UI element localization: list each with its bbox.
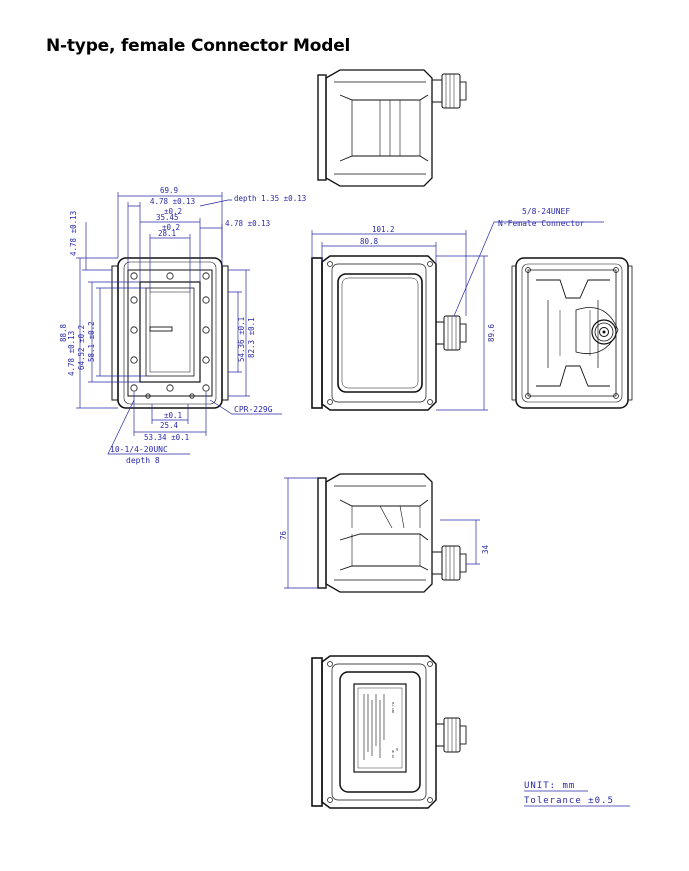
front-view-dimensions <box>76 192 282 455</box>
dim-h-88: 88.8 <box>59 323 68 342</box>
side-view-dimensions: 101.2 80.8 89.6 5/8-24UNEF N-Female Conn… <box>311 207 604 411</box>
label-line-3: UK CA <box>391 750 395 758</box>
dim-tol3: ±0.1 <box>164 411 182 420</box>
dim-length: 101.2 <box>372 225 395 234</box>
bottom-view <box>317 473 467 593</box>
label-line-2: CE <box>395 748 399 752</box>
front-view <box>111 257 229 409</box>
dim-h-5436: 54.36 ±0.1 <box>237 317 246 362</box>
dim-depth: depth 1.35 ±0.13 <box>234 194 306 203</box>
dim-h-478: 4.78 ±0.13 <box>67 331 76 376</box>
dim-tol2: ±0.2 <box>162 223 180 232</box>
bottom-view-dimensions: 76 34 <box>279 477 490 589</box>
thread-spec: 10-1/4-20UNC <box>110 445 168 454</box>
dim-h-581: 58.1 ±0.2 <box>87 321 96 362</box>
connector-type: N-Female Connector <box>498 219 585 228</box>
label-view: PLL LNB CE UK CA <box>311 655 467 809</box>
dim-width-overall: 69.9 <box>160 186 178 195</box>
dim-edge-right: 4.78 ±0.13 <box>225 219 270 228</box>
dim-tol1: ±0.2 <box>164 207 182 216</box>
dim-bottom-height: 76 <box>279 530 288 540</box>
tolerance-text: Tolerance ±0.5 <box>524 796 614 806</box>
unit-text: UNIT: mm <box>524 781 575 791</box>
front-view-labels: 69.9 4.78 ±0.13 ±0.2 35.45 ±0.2 28.1 dep… <box>59 186 306 465</box>
dim-inner: 80.8 <box>360 237 379 246</box>
dim-h-645: 64.52 ±0.2 <box>77 325 86 370</box>
dim-w-5334: 53.34 ±0.1 <box>144 433 189 442</box>
dim-edge-left: 4.78 ±0.13 <box>69 211 78 256</box>
connector-thread: 5/8-24UNEF <box>522 207 570 216</box>
dim-bottom-offset: 34 <box>481 544 490 554</box>
dim-height: 89.6 <box>487 323 496 342</box>
unit-note: UNIT: mm Tolerance ±0.5 <box>524 781 630 807</box>
thread-depth: depth 8 <box>126 456 160 465</box>
flange-type: CPR-229G <box>234 405 273 414</box>
dim-h-823: 82.3 ±0.1 <box>247 317 256 358</box>
label-line-1: PLL LNB <box>391 702 395 713</box>
page-title: N-type, female Connector Model <box>46 36 351 56</box>
dim-w-254: 25.4 <box>160 421 179 430</box>
dim-width-28: 28.1 <box>158 229 176 238</box>
top-view <box>317 69 467 187</box>
side-view <box>311 255 467 411</box>
dim-width-35: 35.45 <box>156 213 179 222</box>
rear-view <box>511 257 633 409</box>
dim-flange-edge: 4.78 ±0.13 <box>150 197 195 206</box>
